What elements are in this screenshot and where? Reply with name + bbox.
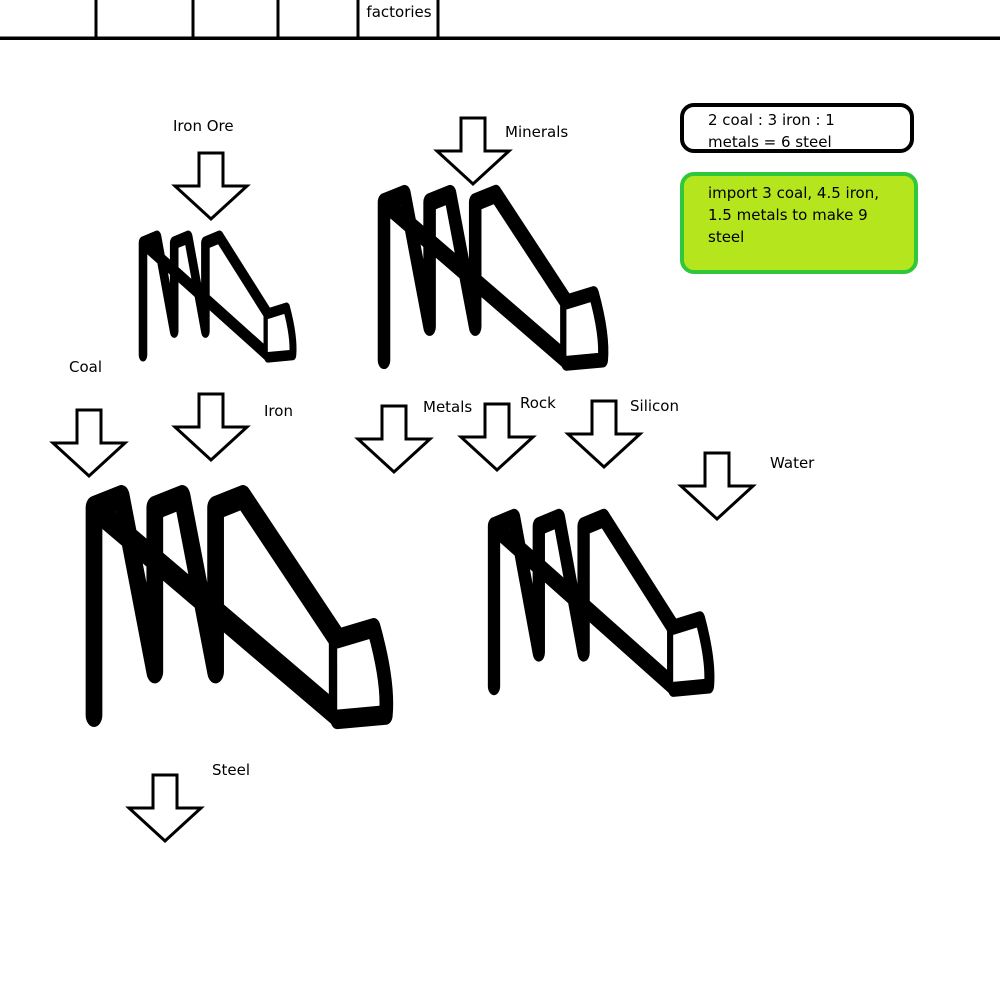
note-line: steel bbox=[708, 228, 745, 246]
arrow-water-input bbox=[679, 451, 755, 521]
arrow-metals-output bbox=[356, 404, 432, 474]
label-silicon: Silicon bbox=[630, 397, 679, 415]
arrow-iron-ore-input bbox=[173, 151, 249, 221]
note-line: metals = 6 steel bbox=[708, 133, 832, 151]
note-line: 1.5 metals to make 9 bbox=[708, 206, 868, 224]
arrow-iron-output bbox=[173, 392, 249, 462]
label-rock: Rock bbox=[520, 394, 556, 412]
factory-steel-mill bbox=[94, 497, 386, 719]
label-iron: Iron bbox=[264, 402, 293, 420]
label-minerals: Minerals bbox=[505, 123, 569, 141]
note-line: import 3 coal, 4.5 iron, bbox=[708, 184, 880, 202]
factory-iron-smelter bbox=[143, 237, 293, 357]
label-water: Water bbox=[770, 454, 815, 472]
label-steel: Steel bbox=[212, 761, 251, 779]
note-import-plan: import 3 coal, 4.5 iron, 1.5 metals to m… bbox=[680, 172, 918, 274]
factory-water-plant bbox=[494, 518, 709, 689]
arrow-minerals-input bbox=[435, 116, 511, 186]
note-steel-ratio: 2 coal : 3 iron : 1 metals = 6 steel bbox=[680, 103, 914, 153]
note-line: 2 coal : 3 iron : 1 bbox=[708, 111, 835, 129]
tab-strip bbox=[0, 0, 1000, 40]
arrow-coal-input bbox=[51, 408, 127, 478]
label-metals: Metals bbox=[423, 398, 473, 416]
label-coal: Coal bbox=[69, 358, 103, 376]
arrow-steel-output bbox=[127, 773, 203, 843]
factory-mineral-processor bbox=[384, 194, 603, 363]
label-iron-ore: Iron Ore bbox=[173, 117, 234, 135]
tab-factories[interactable]: factories bbox=[366, 3, 432, 21]
